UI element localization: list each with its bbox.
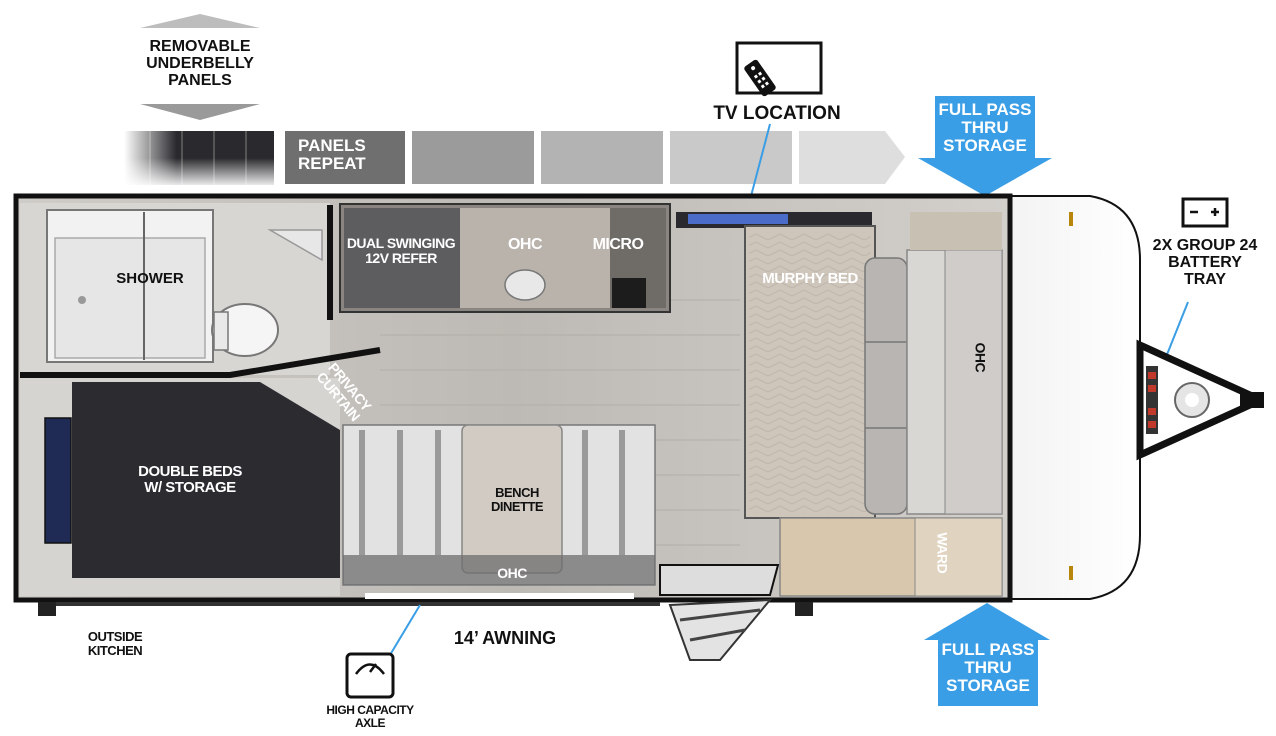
axle-label: HIGH CAPACITY AXLE bbox=[326, 703, 414, 730]
tv-location-label: TV LOCATION bbox=[713, 103, 841, 124]
underbelly-label: REMOVABLE UNDERBELLY PANELS bbox=[146, 38, 254, 89]
scale-icon bbox=[345, 652, 395, 699]
front-nose-cap bbox=[1009, 195, 1141, 600]
panels-repeat-label: PANELS REPEAT bbox=[298, 136, 366, 173]
bench-dinette-label: BENCH DINETTE bbox=[490, 485, 544, 514]
underbelly-panel-strip bbox=[124, 131, 905, 185]
battery-icon bbox=[1181, 197, 1229, 228]
double-beds-label: DOUBLE BEDS W/ STORAGE bbox=[138, 463, 242, 496]
outside-kitchen-label: OUTSIDE KITCHEN bbox=[87, 629, 143, 658]
pass-thru-arrow-top bbox=[918, 96, 1052, 196]
refer-label: DUAL SWINGING 12V REFER bbox=[346, 235, 456, 266]
shower-label: SHOWER bbox=[116, 270, 184, 287]
pass-thru-bottom-label: FULL PASS THRU STORAGE bbox=[941, 640, 1035, 695]
ohc-front-label: OHC bbox=[972, 342, 989, 373]
murphy-bed-label: MURPHY BED bbox=[762, 270, 858, 287]
pass-thru-arrow-bottom bbox=[924, 603, 1050, 706]
tv-remote-icon bbox=[735, 41, 823, 97]
ward-label: WARD bbox=[934, 532, 951, 574]
pass-thru-top-label: FULL PASS THRU STORAGE bbox=[938, 100, 1032, 155]
hitch-tongue bbox=[1136, 339, 1264, 461]
awning-label: 14’ AWNING bbox=[453, 628, 557, 648]
ohc-kitchen-label: OHC bbox=[507, 236, 543, 253]
battery-label: 2X GROUP 24 BATTERY TRAY bbox=[1152, 237, 1258, 288]
micro-label: MICRO bbox=[592, 236, 644, 253]
ohc-dinette-label: OHC bbox=[497, 565, 527, 581]
